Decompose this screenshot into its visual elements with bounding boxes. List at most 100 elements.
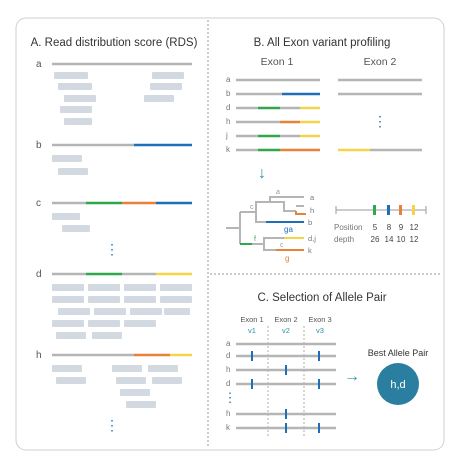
- position-marker-yellow: [412, 205, 415, 215]
- tree-leaf-label: k: [308, 246, 312, 255]
- tree-leaf-label: b: [308, 218, 312, 227]
- tree-edge: [270, 201, 296, 212]
- read-block: [112, 365, 142, 372]
- rds-reads-d: [52, 284, 192, 339]
- variant-label: v2: [282, 326, 290, 335]
- tree-edge: [269, 196, 304, 202]
- tree-leaf-label: a: [310, 193, 315, 202]
- exon2-header: Exon 2: [364, 56, 397, 68]
- rds-reads-b: [52, 155, 88, 175]
- down-arrow-icon: ↓: [258, 165, 266, 182]
- read-block: [116, 377, 146, 384]
- read-block: [52, 155, 82, 162]
- position-value: 5: [373, 223, 378, 232]
- panel-a: A. Read distribution score (RDS) a b c: [31, 37, 198, 433]
- variant-tick: [285, 423, 287, 433]
- variant-row-label-a: a: [226, 75, 231, 84]
- read-block: [124, 284, 156, 291]
- allele-row-label: h: [226, 365, 230, 374]
- read-block: [126, 401, 156, 408]
- tree-group-label: g: [285, 254, 289, 263]
- panel-a-title: A. Read distribution score (RDS): [31, 37, 198, 49]
- tree-group-label: ga: [284, 225, 293, 234]
- position-marker-orange: [399, 205, 402, 215]
- allele-row-label: a: [226, 339, 231, 348]
- tree-edge: [255, 212, 266, 223]
- read-block: [148, 365, 178, 372]
- tree-node-label: f: [254, 236, 256, 243]
- read-block: [130, 308, 162, 315]
- read-block: [52, 284, 84, 291]
- read-block: [54, 72, 88, 79]
- position-marker-blue: [387, 205, 390, 215]
- variant-tick: [251, 351, 253, 361]
- allele-row-label: k: [226, 423, 231, 432]
- depth-value: 12: [410, 235, 419, 244]
- rds-ellipsis: ⋮: [105, 241, 119, 257]
- read-block: [88, 296, 120, 303]
- exon1-header: Exon 1: [261, 56, 294, 68]
- position-marker-green: [373, 205, 376, 215]
- tree-node-label: c: [280, 242, 284, 249]
- depth-value: 26: [371, 235, 380, 244]
- read-block: [62, 225, 90, 232]
- panel-b: B. All Exon variant profiling Exon 1 Exo…: [225, 37, 427, 263]
- read-block: [152, 72, 184, 79]
- read-block: [56, 377, 86, 384]
- position-value: 9: [399, 223, 404, 232]
- best-allele-pair-circle: [377, 363, 419, 405]
- panel-c: C. Selection of Allele Pair Exon 1 Exon …: [224, 292, 428, 436]
- variant-tick: [251, 379, 253, 389]
- panel-b-title: B. All Exon variant profiling: [254, 37, 391, 49]
- read-block: [52, 320, 84, 327]
- variant-tick: [318, 423, 320, 433]
- read-block: [60, 106, 92, 113]
- right-arrow-icon: →: [344, 368, 360, 385]
- allele-row-label: d: [226, 379, 230, 388]
- read-block: [120, 389, 150, 396]
- exon-header: Exon 2: [274, 315, 297, 324]
- read-block: [52, 365, 82, 372]
- variant-row-label-h: h: [226, 117, 230, 126]
- exon2-ellipsis: ⋮: [373, 113, 387, 129]
- read-block: [64, 95, 96, 102]
- tree-edge: [263, 244, 276, 251]
- read-block: [88, 320, 120, 327]
- tree-leaf-label: h: [310, 206, 314, 215]
- read-block: [164, 308, 190, 315]
- depth-value: 14: [385, 235, 394, 244]
- position-value: 8: [387, 223, 392, 232]
- read-block: [56, 332, 86, 339]
- position-track: [335, 205, 427, 215]
- panel-c-title: C. Selection of Allele Pair: [257, 292, 386, 304]
- rds-row-label-a: a: [36, 59, 42, 70]
- exon-header: Exon 1: [240, 315, 263, 324]
- variant-label: v1: [248, 326, 256, 335]
- variant-tick: [318, 351, 320, 361]
- exon-header: Exon 3: [308, 315, 331, 324]
- allele-row-label: d: [226, 351, 230, 360]
- tree-node-label: c: [250, 204, 254, 211]
- depth-value: 10: [397, 235, 406, 244]
- read-block: [144, 95, 174, 102]
- variant-row-label-b: b: [226, 89, 231, 98]
- best-allele-pair-value: h,d: [390, 379, 405, 391]
- variant-tick: [318, 379, 320, 389]
- rds-ellipsis-bottom: ⋮: [105, 417, 119, 433]
- tree-leaf-label: d,j: [308, 234, 316, 243]
- tree-edge: [240, 201, 270, 213]
- variant-row-label-j: j: [225, 131, 228, 140]
- allele-ellipsis: ⋮: [224, 390, 237, 405]
- variant-tree: [226, 196, 306, 251]
- rds-reads-c: [52, 213, 90, 232]
- rds-reads-h: [52, 365, 182, 408]
- tree-node-label: a: [276, 189, 280, 196]
- read-block: [58, 83, 92, 90]
- rds-row-label-c: c: [36, 198, 41, 209]
- read-block: [152, 377, 182, 384]
- read-block: [160, 296, 192, 303]
- read-block: [58, 308, 90, 315]
- variant-row-label-d: d: [226, 103, 230, 112]
- read-block: [92, 332, 122, 339]
